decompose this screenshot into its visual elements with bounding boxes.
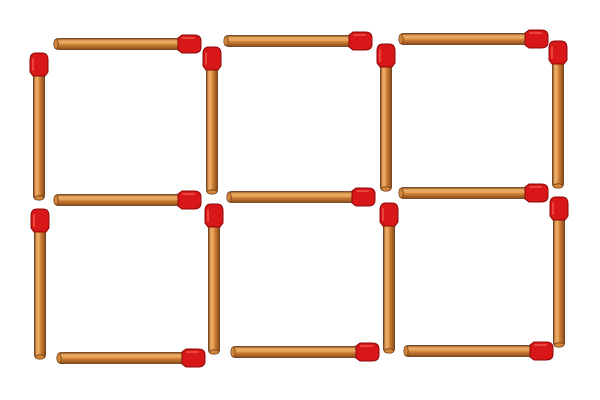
match-head <box>202 46 222 71</box>
matchstick-tail <box>56 352 62 364</box>
matchstick-tail <box>223 35 229 47</box>
match-head <box>181 348 206 368</box>
match-head <box>177 190 202 210</box>
matchstick-body <box>33 71 45 200</box>
matchstick-body <box>57 352 187 364</box>
matchstick-v-bot-4[interactable] <box>549 196 569 348</box>
matchstick-body <box>552 59 564 188</box>
matchstick-tail <box>33 195 45 201</box>
matchstick-tail <box>383 348 395 354</box>
matchstick-v-bot-2[interactable] <box>204 203 224 355</box>
matchstick-body <box>206 65 218 194</box>
match-head <box>355 342 380 362</box>
matchstick-tail <box>53 38 59 50</box>
matchstick-body <box>224 35 354 47</box>
match-head <box>29 52 49 77</box>
matchstick-tail <box>230 346 236 358</box>
matchstick-body <box>227 191 357 203</box>
matchstick-tail <box>552 183 564 189</box>
matchstick-body <box>54 194 183 206</box>
matchstick-body <box>231 346 361 358</box>
matchstick-v-bot-1[interactable] <box>30 208 50 360</box>
matchstick-h-mid-2[interactable] <box>226 187 376 207</box>
matchstick-v-top-2[interactable] <box>202 46 222 195</box>
matchstick-tail <box>553 342 565 348</box>
matchstick-tail <box>380 186 392 192</box>
matchstick-body <box>399 187 530 199</box>
matchstick-tail <box>34 354 46 360</box>
matchstick-body <box>380 62 392 191</box>
matchstick-tail <box>403 345 409 357</box>
matchstick-body <box>34 227 46 359</box>
matchstick-v-top-1[interactable] <box>29 52 49 201</box>
match-head <box>549 196 569 221</box>
matchstick-tail <box>398 33 404 45</box>
match-head <box>204 203 224 228</box>
match-head <box>529 341 554 361</box>
matchstick-tail <box>206 189 218 195</box>
matchstick-body <box>54 38 183 50</box>
match-head <box>379 202 399 227</box>
matchstick-body <box>208 222 220 354</box>
matchstick-h-mid-3[interactable] <box>398 183 549 203</box>
matchstick-h-bot-1[interactable] <box>56 348 206 368</box>
matchstick-v-top-3[interactable] <box>376 43 396 192</box>
matchstick-body <box>383 221 395 353</box>
matchstick-body <box>404 345 535 357</box>
matchstick-v-top-4[interactable] <box>548 40 568 189</box>
match-head <box>30 208 50 233</box>
match-head <box>348 31 373 51</box>
matchstick-h-top-1[interactable] <box>53 34 202 54</box>
matchstick-h-top-3[interactable] <box>398 29 549 49</box>
matchstick-h-bot-2[interactable] <box>230 342 380 362</box>
match-head <box>177 34 202 54</box>
matchstick-body <box>399 33 530 45</box>
match-head <box>376 43 396 68</box>
matchstick-tail <box>53 194 59 206</box>
matchstick-h-bot-3[interactable] <box>403 341 554 361</box>
matchstick-v-bot-3[interactable] <box>379 202 399 354</box>
matchstick-tail <box>398 187 404 199</box>
matchstick-tail <box>208 349 220 355</box>
matchstick-body <box>553 215 565 347</box>
matchstick-h-top-2[interactable] <box>223 31 373 51</box>
matchstick-h-mid-1[interactable] <box>53 190 202 210</box>
match-head <box>351 187 376 207</box>
matchstick-tail <box>226 191 232 203</box>
match-head <box>524 29 549 49</box>
match-head <box>548 40 568 65</box>
match-head <box>524 183 549 203</box>
